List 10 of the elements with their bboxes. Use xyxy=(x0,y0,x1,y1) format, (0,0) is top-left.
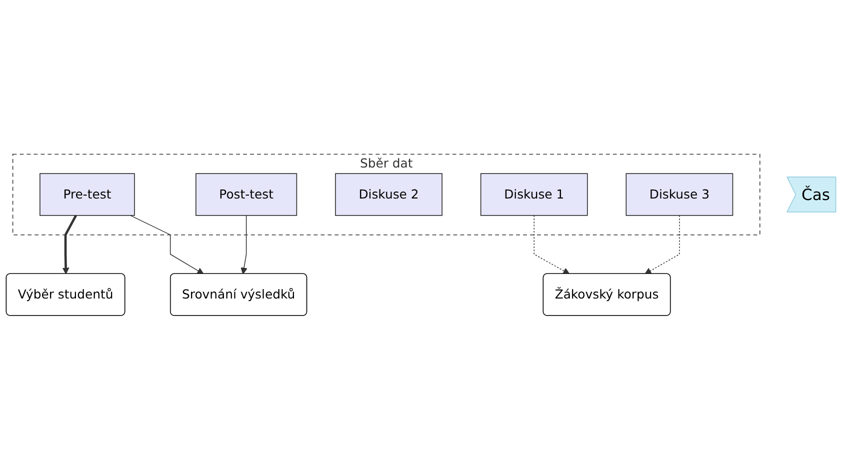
arrow xyxy=(240,215,248,274)
arrow xyxy=(130,215,204,274)
node-box: Diskuse 2 xyxy=(335,173,442,216)
node-box: Pre-test xyxy=(40,173,135,216)
node-box: Post-test xyxy=(196,173,298,216)
node-box: Diskuse 3 xyxy=(626,173,734,216)
node-box: Diskuse 1 xyxy=(480,173,588,216)
arrow xyxy=(62,215,77,274)
arrow xyxy=(534,215,570,274)
arrow xyxy=(644,215,680,274)
